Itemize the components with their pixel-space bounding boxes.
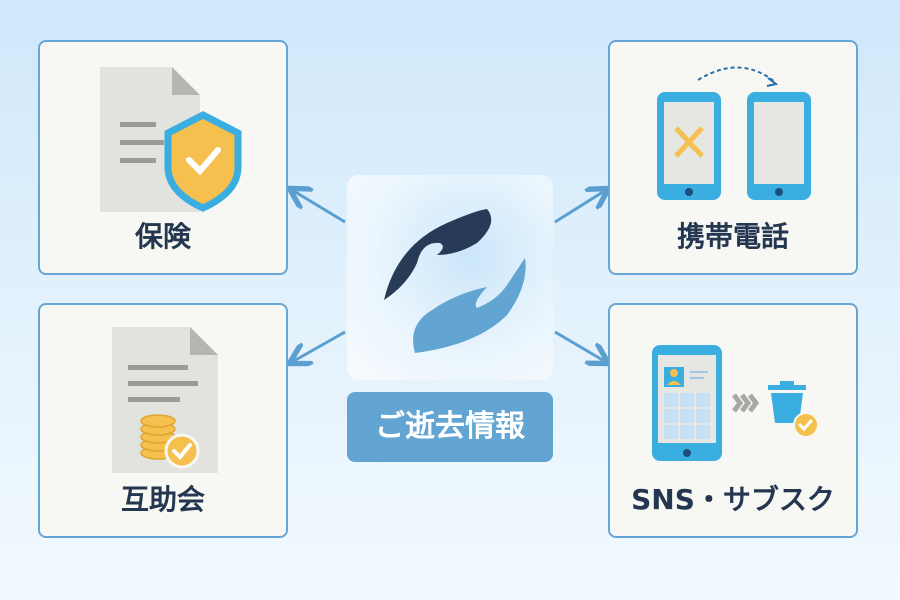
card-mutual-aid[interactable]: 互助会 bbox=[38, 303, 288, 538]
arrow-to-insurance bbox=[292, 190, 346, 224]
arrow-to-mobile bbox=[554, 190, 606, 224]
arrow-to-mutual-aid bbox=[292, 330, 346, 362]
hands-logo-icon bbox=[384, 209, 526, 353]
card-label: 保険 bbox=[134, 220, 191, 253]
center-label: ご逝去情報 bbox=[347, 392, 553, 462]
sns-delete-account-icon bbox=[652, 345, 819, 461]
card-label: 互助会 bbox=[120, 483, 205, 516]
mobile-phone-transfer-icon bbox=[657, 66, 811, 200]
center-logo bbox=[347, 175, 553, 380]
card-mobile-phone[interactable]: 携帯電話 bbox=[608, 40, 858, 275]
card-label: SNS・サブスク bbox=[631, 483, 835, 516]
insurance-document-shield-icon bbox=[100, 67, 242, 212]
card-label: 携帯電話 bbox=[676, 220, 789, 253]
mutual-aid-document-coins-icon bbox=[112, 327, 218, 473]
arrow-to-sns bbox=[554, 330, 606, 362]
card-sns-subscription[interactable]: SNS・サブスク bbox=[608, 303, 858, 538]
card-insurance[interactable]: 保険 bbox=[38, 40, 288, 275]
